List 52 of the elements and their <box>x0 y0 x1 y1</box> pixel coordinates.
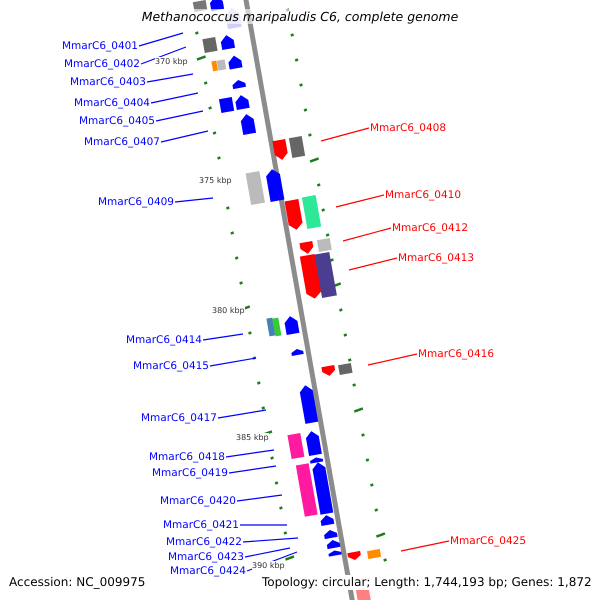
gene-label: MmarC6_0402 <box>64 58 140 70</box>
leader-line <box>342 227 392 242</box>
leader-line <box>210 357 256 367</box>
gene-label: MmarC6_0403 <box>70 76 146 88</box>
gene-label: MmarC6_0418 <box>148 450 225 464</box>
leader-line <box>242 537 298 543</box>
gene-label: MmarC6_0421 <box>162 518 239 532</box>
gene-label: MmarC6_0412 <box>392 222 468 234</box>
leader-line <box>140 46 186 65</box>
leader-line <box>244 547 290 558</box>
leader-line <box>368 353 418 366</box>
scale-label: 390 kbp <box>252 561 285 571</box>
gene-label: MmarC6_0423 <box>168 550 244 564</box>
scale-label: 375 kbp <box>199 176 232 186</box>
leader-line <box>150 92 198 104</box>
scale-label: 380 kbp <box>212 306 245 316</box>
leader-line <box>228 465 276 474</box>
gene-label: MmarC6_0409 <box>98 196 174 208</box>
gene-label: MmarC6_0405 <box>78 114 155 128</box>
gene-label: MmarC6_0415 <box>132 360 209 372</box>
leader-line <box>400 540 450 552</box>
gene-label: MmarC6_0413 <box>398 252 474 264</box>
gene-label: MmarC6_0419 <box>152 466 228 480</box>
leader-line <box>320 127 370 142</box>
gene-label: MmarC6_0424 <box>170 564 246 578</box>
leader-line <box>174 197 214 203</box>
gene-label: MmarC6_0410 <box>385 188 462 202</box>
gene-label: MmarC6_0408 <box>370 122 446 134</box>
gene-label: MmarC6_0414 <box>126 334 202 346</box>
leader-line <box>160 130 208 143</box>
scale-label: 385 kbp <box>236 433 269 443</box>
leader-line <box>218 409 266 419</box>
leader-line <box>240 524 287 526</box>
leader-line <box>202 333 244 341</box>
gene-label: MmarC6_0425 <box>450 534 526 548</box>
scale-label: 370 kbp <box>155 57 188 67</box>
leader-line <box>236 494 282 502</box>
gene-label: MmarC6_0417 <box>140 412 217 424</box>
leader-line <box>156 110 204 122</box>
title: Methanococcus maripaludis C6, complete genome <box>142 9 458 24</box>
gene-label: MmarC6_0401 <box>62 40 138 52</box>
leader-line <box>348 257 398 271</box>
leader-line <box>336 194 384 208</box>
leader-line <box>226 449 274 458</box>
gene-label: MmarC6_0404 <box>74 96 150 110</box>
gene-label: MmarC6_0407 <box>84 136 160 148</box>
gene-label: MmarC6_0422 <box>166 536 242 548</box>
gene-label: MmarC6_0420 <box>160 494 236 508</box>
leader-line <box>146 73 194 83</box>
leader-line <box>138 32 184 47</box>
footer-text: Accession: NC_009975 <box>7 575 148 590</box>
gene-label: MmarC6_0416 <box>418 348 494 360</box>
